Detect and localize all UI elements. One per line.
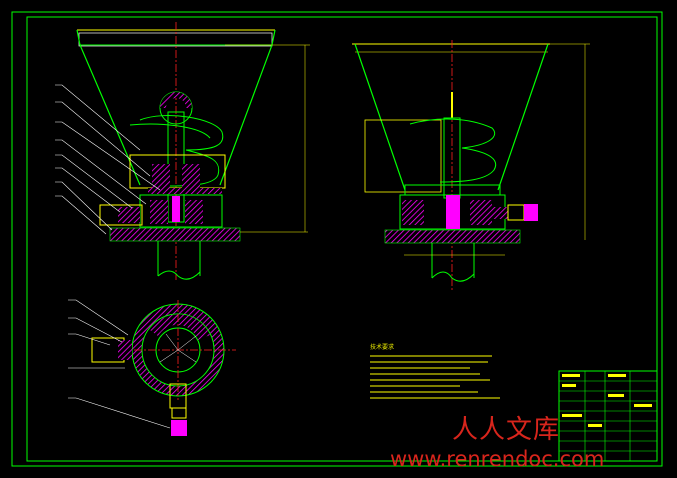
front-section-view[interactable]: [55, 22, 310, 280]
top-section-view[interactable]: [68, 299, 236, 436]
side-view[interactable]: [352, 40, 590, 290]
inner-border: [26, 16, 658, 462]
watermark-cn: 人人文库: [452, 415, 561, 445]
tech-notes-title: 技术要求: [370, 344, 395, 351]
outer-border: [11, 11, 663, 467]
tech-notes: [370, 355, 500, 399]
watermark-url[interactable]: www.renrendoc.com: [390, 447, 605, 471]
title-block[interactable]: [558, 370, 658, 462]
